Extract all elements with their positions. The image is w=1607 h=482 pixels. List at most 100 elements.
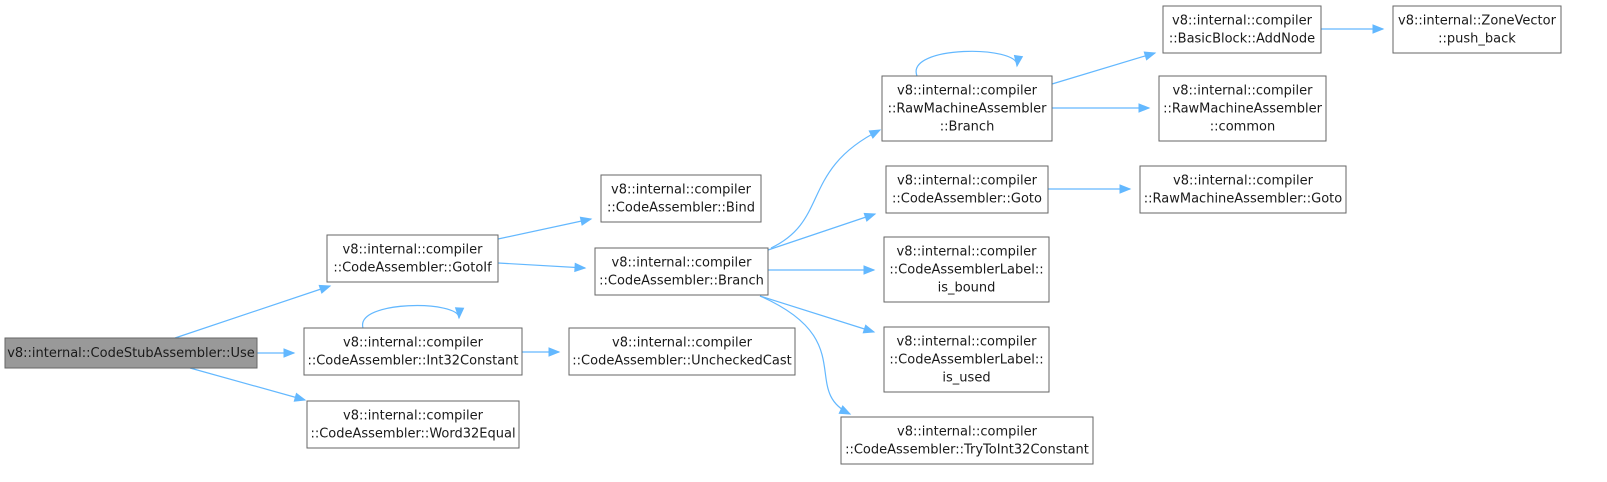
- node-box: [594, 247, 769, 296]
- node-box: [883, 326, 1050, 393]
- edge-line: [1051, 52, 1156, 85]
- edge-branch-to-rma_branch: [770, 129, 882, 249]
- edge-ca_goto-to-rma_goto: [1048, 184, 1132, 194]
- node-box: [1158, 75, 1327, 142]
- edge-arrowhead: [862, 324, 876, 334]
- edge-line: [189, 367, 306, 401]
- node-label-line: ::RawMachineAssembler::Goto: [1144, 192, 1342, 207]
- node-addnode[interactable]: v8::internal::compiler::BasicBlock::AddN…: [1162, 5, 1322, 54]
- edge-arrowhead: [863, 265, 876, 275]
- node-box: [1162, 5, 1322, 54]
- node-label-line: ::CodeAssemblerLabel::: [889, 263, 1043, 278]
- node-label-line: ::CodeAssemblerLabel::: [889, 353, 1043, 368]
- edge-int32const-to-uncheckedcast: [522, 347, 561, 357]
- edge-line: [915, 50, 1018, 77]
- node-is_bound[interactable]: v8::internal::compiler::CodeAssemblerLab…: [883, 236, 1050, 303]
- node-uncheckedcast[interactable]: v8::internal::compiler::CodeAssembler::U…: [568, 327, 796, 376]
- node-label-line: v8::internal::compiler: [343, 243, 484, 258]
- edge-branch-to-is_bound: [768, 265, 876, 275]
- edge-branch-to-trytoint32: [759, 295, 852, 415]
- edge-line: [759, 295, 875, 333]
- edge-branch-to-ca_goto: [767, 212, 877, 251]
- node-rma_goto[interactable]: v8::internal::compiler::RawMachineAssemb…: [1139, 165, 1347, 214]
- node-label-line: ::CodeAssembler::TryToInt32Constant: [845, 443, 1089, 458]
- edge-arrowhead: [454, 307, 465, 320]
- edge-arrowhead: [1143, 51, 1157, 61]
- edge-line: [362, 304, 460, 329]
- node-label-line: v8::internal::compiler: [343, 409, 484, 424]
- node-label-line: v8::internal::compiler: [1173, 84, 1314, 99]
- node-box: [600, 174, 762, 223]
- node-label-line: ::push_back: [1438, 32, 1516, 47]
- node-box: [4, 337, 258, 369]
- node-box: [326, 234, 499, 283]
- node-box: [306, 400, 520, 449]
- node-label-line: v8::internal::compiler: [343, 336, 484, 351]
- node-trytoint32[interactable]: v8::internal::compiler::CodeAssembler::T…: [840, 416, 1094, 465]
- node-common[interactable]: v8::internal::compiler::RawMachineAssemb…: [1158, 75, 1327, 142]
- edge-line: [497, 262, 586, 269]
- edge-line: [759, 295, 851, 415]
- node-label-line: ::BasicBlock::AddNode: [1169, 32, 1315, 47]
- node-label-line: v8::internal::compiler: [612, 256, 753, 271]
- node-is_used[interactable]: v8::internal::compiler::CodeAssemblerLab…: [883, 326, 1050, 393]
- node-label-line: v8::internal::compiler: [897, 425, 1038, 440]
- node-use[interactable]: v8::internal::CodeStubAssembler::Use: [4, 337, 258, 369]
- node-label-line: is_used: [942, 371, 990, 386]
- node-label-line: v8::internal::compiler: [897, 84, 1038, 99]
- node-bind[interactable]: v8::internal::compiler::CodeAssembler::B…: [600, 174, 762, 223]
- node-label-line: v8::internal::compiler: [897, 174, 1038, 189]
- edge-arrowhead: [548, 347, 561, 357]
- node-branch[interactable]: v8::internal::compiler::CodeAssembler::B…: [594, 247, 769, 296]
- node-label-line: v8::internal::compiler: [612, 336, 753, 351]
- edge-rma_branch-to-addnode: [1051, 51, 1157, 85]
- edge-arrowhead: [293, 392, 307, 402]
- node-box: [1139, 165, 1347, 214]
- edge-addnode-to-pushback: [1321, 24, 1385, 34]
- node-box: [568, 327, 796, 376]
- node-box: [883, 236, 1050, 303]
- edge-arrowhead: [838, 405, 852, 415]
- edge-rma_branch-to-common: [1052, 103, 1151, 113]
- node-label-line: ::CodeAssembler::Bind: [607, 201, 755, 216]
- edge-arrowhead: [283, 348, 296, 358]
- edge-line: [767, 213, 876, 251]
- edge-int32const-to-int32const: [362, 304, 465, 329]
- node-label-line: v8::internal::compiler: [1172, 14, 1313, 29]
- node-box: [303, 327, 523, 376]
- node-pushback[interactable]: v8::internal::ZoneVector::push_back: [1392, 5, 1562, 54]
- node-box: [881, 75, 1053, 142]
- node-box: [840, 416, 1094, 465]
- edge-arrowhead: [574, 262, 587, 273]
- node-word32equal[interactable]: v8::internal::compiler::CodeAssembler::W…: [306, 400, 520, 449]
- node-label-line: v8::internal::CodeStubAssembler::Use: [7, 346, 255, 361]
- edge-arrowhead: [318, 284, 332, 294]
- node-label-line: is_bound: [938, 281, 996, 296]
- edges-layer: [174, 24, 1385, 415]
- edge-arrowhead: [1013, 54, 1024, 68]
- node-label-line: ::CodeAssembler::UncheckedCast: [572, 354, 791, 369]
- edge-arrowhead: [1119, 184, 1132, 194]
- node-label-line: ::common: [1210, 120, 1275, 135]
- node-label-line: ::CodeAssembler::Branch: [599, 274, 764, 289]
- edge-arrowhead: [579, 216, 593, 226]
- node-label-line: v8::internal::compiler: [611, 183, 752, 198]
- edge-line: [770, 129, 881, 249]
- node-label-line: ::CodeAssembler::Goto: [892, 192, 1042, 207]
- node-int32const[interactable]: v8::internal::compiler::CodeAssembler::I…: [303, 327, 523, 376]
- node-label-line: v8::internal::compiler: [897, 335, 1038, 350]
- node-label-line: ::CodeAssembler::GotoIf: [333, 261, 492, 276]
- edge-arrowhead: [863, 212, 877, 222]
- edge-rma_branch-to-rma_branch: [915, 50, 1024, 77]
- node-gotoif[interactable]: v8::internal::compiler::CodeAssembler::G…: [326, 234, 499, 283]
- edge-line: [497, 218, 592, 240]
- node-label-line: v8::internal::compiler: [897, 245, 1038, 260]
- node-ca_goto[interactable]: v8::internal::compiler::CodeAssembler::G…: [885, 165, 1049, 214]
- edge-gotoif-to-branch: [497, 262, 587, 273]
- nodes-layer: v8::internal::CodeStubAssembler::Usev8::…: [4, 5, 1562, 465]
- edge-branch-to-is_used: [759, 295, 876, 334]
- node-label-line: v8::internal::compiler: [1173, 174, 1314, 189]
- node-rma_branch[interactable]: v8::internal::compiler::RawMachineAssemb…: [881, 75, 1053, 142]
- node-label-line: v8::internal::ZoneVector: [1398, 14, 1557, 29]
